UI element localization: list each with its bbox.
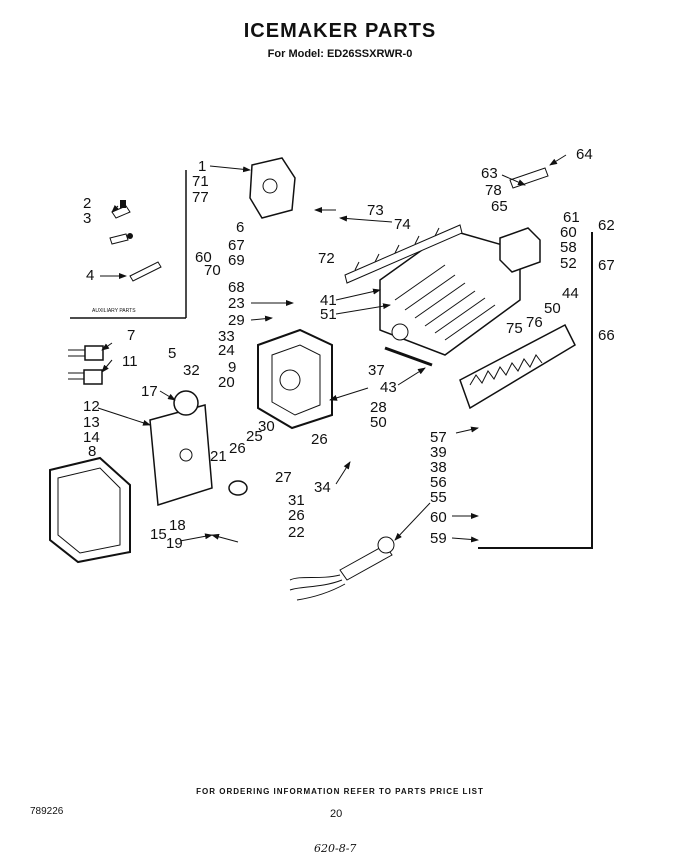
callout: 23 — [228, 295, 245, 312]
cover — [49, 456, 131, 564]
callout: 29 — [228, 312, 245, 329]
mounting-plate — [149, 404, 213, 506]
callout: 24 — [218, 342, 235, 359]
callout: 21 — [210, 448, 227, 465]
callout: 37 — [368, 362, 385, 379]
ordering-note: FOR ORDERING INFORMATION REFER TO PARTS … — [196, 787, 484, 796]
callout: 58 — [560, 239, 577, 256]
callout: 27 — [275, 469, 292, 486]
callout: 66 — [598, 327, 615, 344]
callout: 60 — [560, 224, 577, 241]
callout: 4 — [86, 267, 94, 284]
callout: 68 — [228, 279, 245, 296]
leader-lines — [97, 154, 567, 543]
callout: 75 — [506, 320, 523, 337]
callout: 74 — [394, 216, 411, 233]
callout: 50 — [370, 414, 387, 431]
callout: 63 — [481, 165, 498, 182]
page-title: ICEMAKER PARTS — [243, 20, 437, 42]
callout: 51 — [320, 306, 337, 323]
callout-labels: 1 71 77 2 3 4 6 60 70 67 69 68 73 74 72 … — [83, 146, 615, 552]
callout: 15 — [150, 526, 167, 543]
callout: 41 — [320, 292, 337, 309]
callout: 14 — [83, 429, 100, 446]
gear — [228, 480, 248, 496]
callout: 11 — [122, 353, 138, 370]
callout: 32 — [183, 362, 200, 379]
callout: 38 — [430, 459, 447, 476]
callout: 2 — [83, 195, 91, 212]
callout: 76 — [526, 314, 543, 331]
callout: 18 — [169, 517, 186, 534]
callout: 26 — [311, 431, 328, 448]
ejector — [344, 224, 463, 284]
motor — [173, 390, 199, 416]
callout: 26 — [288, 507, 305, 524]
callout: 1 — [198, 158, 206, 175]
callout: 64 — [576, 146, 593, 163]
callout: 65 — [491, 198, 508, 215]
callout: 69 — [228, 252, 245, 269]
callout: 72 — [318, 250, 335, 267]
connectors — [68, 345, 104, 385]
callout: 78 — [485, 182, 502, 199]
callout: 3 — [83, 210, 91, 227]
callout: 34 — [314, 479, 331, 496]
callout: 26 — [229, 440, 246, 457]
wire-harness — [289, 536, 395, 601]
callout: 7 — [127, 327, 135, 344]
stripper — [459, 323, 576, 410]
callout: 50 — [544, 300, 561, 317]
callout: 60 — [195, 249, 212, 266]
callout: 9 — [228, 359, 236, 376]
callout: 60 — [430, 509, 447, 526]
callout: 13 — [83, 414, 100, 431]
callout: 25 — [246, 428, 263, 445]
auxiliary-parts-inset: AUXILIARY PARTS — [70, 170, 187, 319]
callout: 39 — [430, 444, 447, 461]
callout: 30 — [258, 418, 275, 435]
callout: 62 — [598, 217, 615, 234]
callout: 22 — [288, 524, 305, 541]
ice-mold — [379, 229, 521, 356]
callout: 5 — [168, 345, 176, 362]
callout: 28 — [370, 399, 387, 416]
callout: 71 — [192, 173, 209, 190]
callout: 19 — [166, 535, 183, 552]
callout: 67 — [228, 237, 245, 254]
callout: 52 — [560, 255, 577, 272]
inset-caption: AUXILIARY PARTS — [92, 308, 136, 314]
callout: 67 — [598, 257, 615, 274]
handwritten-note: 620-8-7 — [314, 842, 357, 855]
callout: 73 — [367, 202, 384, 219]
switch-bracket — [499, 227, 541, 273]
callout: 33 — [218, 328, 235, 345]
callout: 56 — [430, 474, 447, 491]
callout: 59 — [430, 530, 447, 547]
callout: 6 — [236, 219, 244, 236]
callout: 17 — [141, 383, 158, 400]
callout: 44 — [562, 285, 579, 302]
callout: 12 — [83, 398, 100, 415]
model-subtitle: For Model: ED26SSXRWR-0 — [267, 48, 413, 60]
callout: 55 — [430, 489, 447, 506]
callout: 43 — [380, 379, 397, 396]
document-number: 789226 — [30, 806, 64, 817]
callout: 31 — [288, 492, 305, 509]
callout: 70 — [204, 262, 221, 279]
page-number: 20 — [330, 808, 343, 820]
callout: 8 — [88, 443, 96, 460]
callout: 57 — [430, 429, 447, 446]
callout: 77 — [192, 189, 209, 206]
control-housing — [257, 328, 333, 430]
water-valve — [249, 157, 296, 219]
callout: 20 — [218, 374, 235, 391]
callout: 61 — [563, 209, 580, 226]
